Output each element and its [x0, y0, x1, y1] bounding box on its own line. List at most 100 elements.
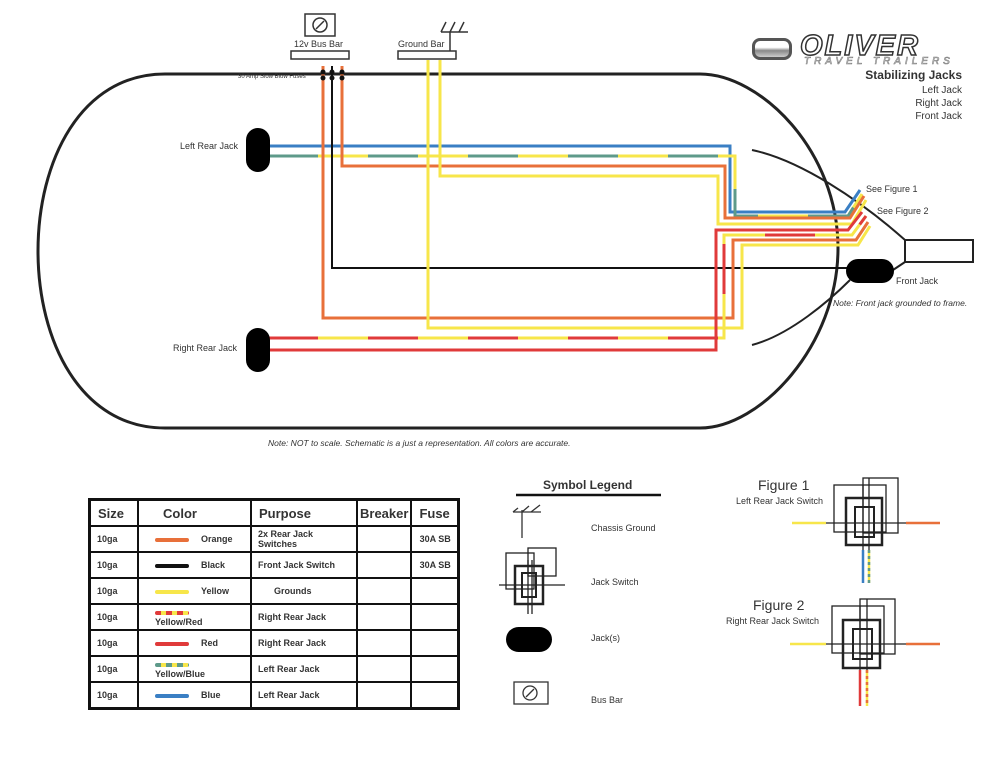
fuses-label: 30 Amp Slow Blow Fuses	[238, 74, 306, 80]
legend-label-jacks: Jack(s)	[591, 633, 620, 643]
brand-logo: OLIVER TRAVEL TRAILERS	[752, 29, 972, 68]
cell-breaker	[355, 629, 413, 657]
right-rear-jack	[246, 328, 270, 372]
black-swatch	[155, 563, 189, 568]
jack-list-item: Front Jack	[915, 111, 962, 122]
cell-color: Red	[137, 629, 252, 657]
col-color: Color	[137, 498, 252, 527]
cell-color: Yellow/Red	[137, 603, 252, 631]
cell-size: 10ga	[88, 603, 139, 631]
col-purpose: Purpose	[250, 498, 358, 527]
page-title: Stabilizing Jacks	[865, 68, 962, 82]
wire-yellow-ground1	[438, 60, 868, 226]
hitch-box	[904, 239, 974, 263]
wire-black	[331, 66, 848, 269]
cell-fuse	[410, 681, 460, 710]
jack-list-item: Right Jack	[915, 98, 962, 109]
cell-fuse	[410, 577, 460, 605]
cell-breaker	[355, 551, 413, 579]
front-jack-note: Note: Front jack grounded to frame.	[833, 298, 968, 308]
table-row: 10ga Red Right Rear Jack	[88, 629, 460, 657]
col-fuse: Fuse	[410, 498, 460, 527]
cell-breaker	[355, 525, 413, 553]
cell-color: Orange	[137, 525, 252, 553]
table-row: 10ga Yellow/Red Right Rear Jack	[88, 603, 460, 631]
color-name: Yellow	[201, 586, 230, 596]
table-row: 10ga Yellow Grounds	[88, 577, 460, 605]
wire-table: Size Color Purpose Breaker Fuse 10ga Ora…	[88, 498, 460, 710]
left-rear-jack-label: Left Rear Jack	[180, 141, 239, 151]
cell-purpose: Left Rear Jack	[250, 681, 358, 710]
logo-badge-icon	[752, 38, 792, 60]
symbol-legend-title: Symbol Legend	[543, 478, 633, 492]
table-row: 10ga Blue Left Rear Jack	[88, 681, 460, 710]
scale-note: Note: NOT to scale. Schematic is a just …	[268, 438, 571, 448]
legend-jack-switch-icon	[499, 547, 565, 614]
chassis-ground-icon	[440, 21, 468, 51]
brand-name: OLIVER	[799, 29, 920, 63]
trailer-outline	[36, 72, 840, 430]
color-name: Yellow/Blue	[155, 669, 206, 679]
legend-label-jack-switch: Jack Switch	[591, 577, 639, 587]
legend-label-chassis-ground: Chassis Ground	[591, 523, 656, 533]
cell-fuse: 30A SB	[410, 525, 460, 553]
cell-size: 10ga	[88, 629, 139, 657]
legend-jack-icon	[506, 627, 552, 652]
tongue-outline	[751, 149, 906, 241]
col-breaker: Breaker	[355, 498, 413, 527]
cell-fuse: 30A SB	[410, 551, 460, 579]
cell-size: 10ga	[88, 525, 139, 553]
table-row: 10ga Black Front Jack Switch 30A SB	[88, 551, 460, 579]
col-size: Size	[88, 498, 139, 527]
wire-yellow-ground2	[426, 60, 872, 330]
figure2-switch-diagram	[790, 598, 940, 706]
cell-size: 10ga	[88, 681, 139, 710]
bus-bar-label: 12v Bus Bar	[294, 39, 344, 49]
orange-swatch	[155, 537, 189, 542]
cell-color: Black	[137, 551, 252, 579]
cell-purpose: Front Jack Switch	[250, 551, 358, 579]
cell-color: Yellow/Blue	[137, 655, 252, 683]
red-swatch	[155, 641, 189, 646]
fuses	[320, 69, 345, 81]
figure2-subtitle: Right Rear Jack Switch	[726, 616, 820, 626]
table-row: 10ga Yellow/Blue Left Rear Jack	[88, 655, 460, 683]
ground-bar-label: Ground Bar	[398, 39, 445, 49]
yellow-red-swatch	[155, 610, 189, 615]
color-name: Red	[201, 638, 219, 648]
wire-orange-switch2	[321, 66, 870, 320]
cell-purpose: Right Rear Jack	[250, 629, 358, 657]
bus-bar	[290, 50, 350, 60]
wire-orange-switch1	[340, 66, 866, 220]
cell-purpose: Right Rear Jack	[250, 603, 358, 631]
cell-purpose: 2x Rear Jack Switches	[250, 525, 358, 553]
cell-fuse	[410, 629, 460, 657]
brand-tagline: TRAVEL TRAILERS	[804, 56, 954, 68]
blue-swatch	[155, 693, 189, 698]
figure2-title: Figure 2	[753, 597, 805, 613]
figure1-switch-diagram	[792, 477, 940, 583]
legend-label-bus-bar: Bus Bar	[591, 695, 624, 705]
ground-bar	[397, 50, 457, 60]
table-header-row: Size Color Purpose Breaker Fuse	[88, 498, 460, 527]
color-name: Blue	[201, 690, 221, 700]
front-jack	[846, 259, 894, 283]
cell-purpose: Grounds	[250, 577, 358, 605]
front-jack-label: Front Jack	[896, 276, 939, 286]
cell-fuse	[410, 655, 460, 683]
figure1-title: Figure 1	[758, 477, 810, 493]
cell-breaker	[355, 577, 413, 605]
yellow-swatch	[155, 589, 189, 594]
jack-list: Left Jack Right Jack Front Jack	[915, 84, 962, 123]
color-name: Black	[201, 560, 226, 570]
legend-bus-bar-icon	[513, 681, 549, 705]
cell-breaker	[355, 681, 413, 710]
see-figure-2-label: See Figure 2	[877, 206, 929, 216]
right-rear-jack-label: Right Rear Jack	[173, 343, 238, 353]
wire-blue	[268, 144, 862, 214]
legend-chassis-ground-icon	[512, 504, 541, 538]
cell-size: 10ga	[88, 655, 139, 683]
figure1-subtitle: Left Rear Jack Switch	[736, 496, 824, 506]
cell-breaker	[355, 603, 413, 631]
